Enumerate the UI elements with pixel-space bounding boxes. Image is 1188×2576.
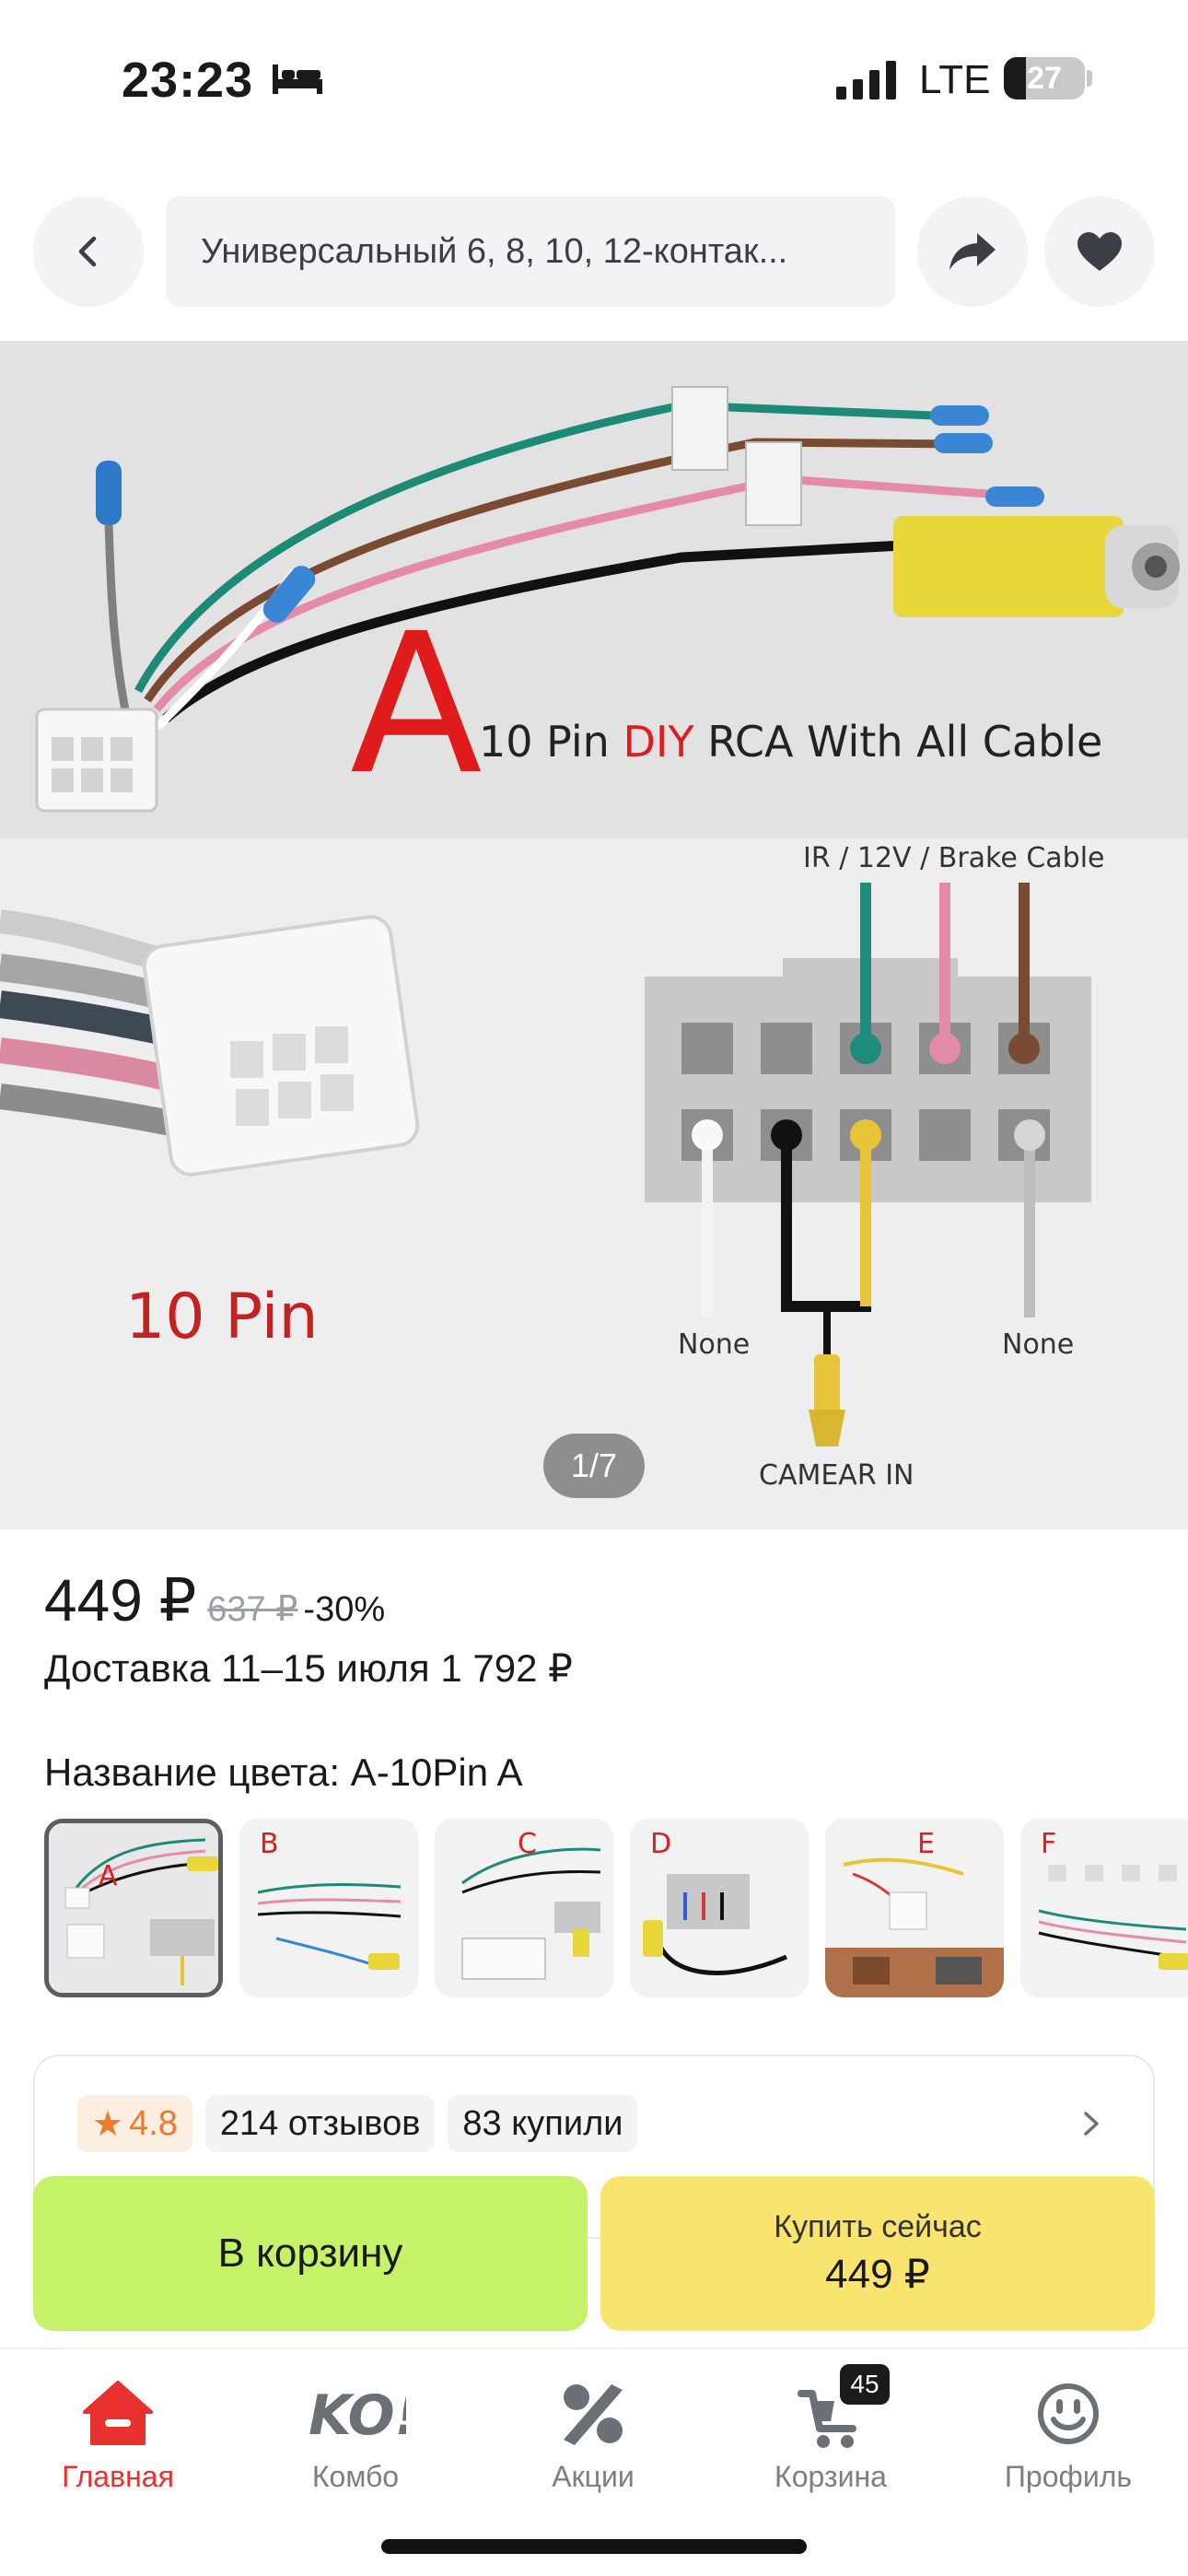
variant-illustration bbox=[1020, 1819, 1188, 1997]
rating-row: ★4.8 214 отзывов 83 купили bbox=[77, 2095, 638, 2152]
current-price: 449 ₽ bbox=[44, 1567, 197, 1633]
reviews-chip[interactable]: 214 отзывов bbox=[204, 2095, 436, 2152]
color-variant-thumb[interactable]: A bbox=[44, 1819, 223, 1997]
product-gallery[interactable]: A 10 Pin DIY RCA With All Cable IR / 12V… bbox=[0, 341, 1188, 1529]
variant-illustration bbox=[435, 1819, 613, 1997]
status-time: 23:23 bbox=[122, 53, 254, 108]
cart-count-badge: 45 bbox=[840, 2364, 890, 2405]
bottom-tab-bar: Главная KO! Комбо Акции 45 Корзина bbox=[0, 2348, 1188, 2576]
variant-letter: C bbox=[518, 1828, 537, 1860]
star-icon: ★ bbox=[92, 2104, 124, 2144]
cart-icon-wrap: 45 bbox=[794, 2364, 890, 2451]
color-variant-thumb[interactable]: B bbox=[239, 1819, 418, 1997]
home-icon bbox=[83, 2381, 153, 2445]
sleep-bed-icon bbox=[273, 64, 322, 94]
caption-part: RCA With All Cable bbox=[693, 717, 1103, 767]
variant-illustration bbox=[825, 1819, 1004, 1997]
tab-home[interactable]: Главная bbox=[26, 2377, 210, 2506]
variant-letter: E bbox=[917, 1828, 935, 1860]
color-variant-thumb[interactable]: E bbox=[825, 1819, 1004, 1997]
percent-icon bbox=[564, 2384, 623, 2445]
back-button[interactable] bbox=[33, 196, 144, 307]
tab-label: Профиль bbox=[1004, 2460, 1133, 2493]
delivery-info: Доставка 11–15 июля 1 792 ₽ bbox=[44, 1646, 573, 1690]
rating-chip[interactable]: ★4.8 bbox=[77, 2095, 192, 2152]
product-photo-illustration bbox=[0, 341, 1188, 1529]
image-letter: A bbox=[350, 591, 483, 817]
cellular-signal-icon bbox=[836, 61, 896, 100]
camera-in-label: CAMEAR IN bbox=[759, 1459, 914, 1492]
cart-icon bbox=[798, 2390, 856, 2448]
product-title-field[interactable]: Универсальный 6, 8, 10, 12-контак... bbox=[166, 196, 895, 307]
add-to-cart-button[interactable]: В корзину bbox=[33, 2176, 588, 2331]
discount-badge: -30% bbox=[303, 1590, 386, 1629]
battery-percent: 27 bbox=[1027, 60, 1062, 96]
smile-icon bbox=[1038, 2383, 1099, 2444]
buy-now-button[interactable]: Купить сейчас 449 ₽ bbox=[600, 2176, 1155, 2331]
chevron-left-icon bbox=[78, 236, 97, 267]
network-type: LTE bbox=[919, 57, 991, 102]
tab-promotions[interactable]: Акции bbox=[501, 2377, 685, 2506]
chevron-right-icon bbox=[1084, 2112, 1099, 2136]
none-label-right: None bbox=[1002, 1329, 1075, 1361]
share-arrow-icon bbox=[949, 233, 996, 270]
old-price: 637 ₽ bbox=[207, 1590, 298, 1629]
variant-letter: D bbox=[650, 1828, 672, 1860]
variant-illustration bbox=[49, 1823, 218, 1993]
caption-diy: DIY bbox=[623, 717, 694, 767]
gallery-pager: 1/7 bbox=[543, 1434, 645, 1498]
variant-letter: B bbox=[260, 1828, 279, 1860]
variant-illustration bbox=[630, 1819, 809, 1997]
variant-letter: A bbox=[99, 1860, 118, 1892]
battery-fill bbox=[1004, 57, 1026, 100]
tab-cart[interactable]: 45 Корзина bbox=[739, 2364, 923, 2506]
variant-illustration bbox=[239, 1819, 418, 1997]
product-title-text: Универсальный 6, 8, 10, 12-контак... bbox=[201, 231, 788, 271]
heart-icon bbox=[1077, 232, 1122, 271]
status-bar: 23:23 LTE 27 bbox=[0, 0, 1188, 157]
pin-count-label: 10 Pin bbox=[125, 1281, 319, 1353]
tab-label: Главная bbox=[62, 2460, 174, 2493]
image-caption: 10 Pin DIY RCA With All Cable bbox=[479, 717, 1102, 767]
tab-label: Корзина bbox=[775, 2460, 887, 2493]
ir-cable-label: IR / 12V / Brake Cable bbox=[803, 842, 1105, 874]
home-indicator bbox=[381, 2539, 807, 2554]
buy-now-label: Купить сейчас bbox=[774, 2209, 982, 2244]
caption-part: 10 Pin bbox=[479, 717, 623, 767]
share-button[interactable] bbox=[917, 196, 1028, 307]
ko-logo-icon: KO! bbox=[309, 2383, 406, 2448]
product-header: Универсальный 6, 8, 10, 12-контак... bbox=[0, 193, 1188, 310]
buy-now-price: 449 ₽ bbox=[825, 2252, 930, 2297]
purchases-chip: 83 купили bbox=[448, 2095, 638, 2152]
tab-label: Комбо bbox=[311, 2460, 400, 2493]
battery-tip bbox=[1087, 70, 1092, 87]
none-label-left: None bbox=[678, 1329, 751, 1361]
color-name-label: Название цвета: A-10Pin A bbox=[44, 1751, 523, 1794]
tab-profile[interactable]: Профиль bbox=[976, 2377, 1160, 2506]
svg-text:KO!: KO! bbox=[309, 2383, 406, 2448]
price-row: 449 ₽ 637 ₽-30% bbox=[44, 1566, 385, 1640]
color-variant-thumb[interactable]: F bbox=[1020, 1819, 1188, 1997]
favorite-button[interactable] bbox=[1044, 196, 1155, 307]
color-variant-list: A B C D bbox=[44, 1819, 1188, 1997]
color-variant-thumb[interactable]: D bbox=[630, 1819, 809, 1997]
tab-combo[interactable]: KO! Комбо bbox=[263, 2377, 448, 2506]
rating-score: 4.8 bbox=[129, 2103, 178, 2143]
color-variant-thumb[interactable]: C bbox=[435, 1819, 613, 1997]
tab-label: Акции bbox=[552, 2460, 635, 2493]
variant-letter: F bbox=[1041, 1828, 1057, 1860]
battery-icon: 27 bbox=[1004, 57, 1085, 100]
